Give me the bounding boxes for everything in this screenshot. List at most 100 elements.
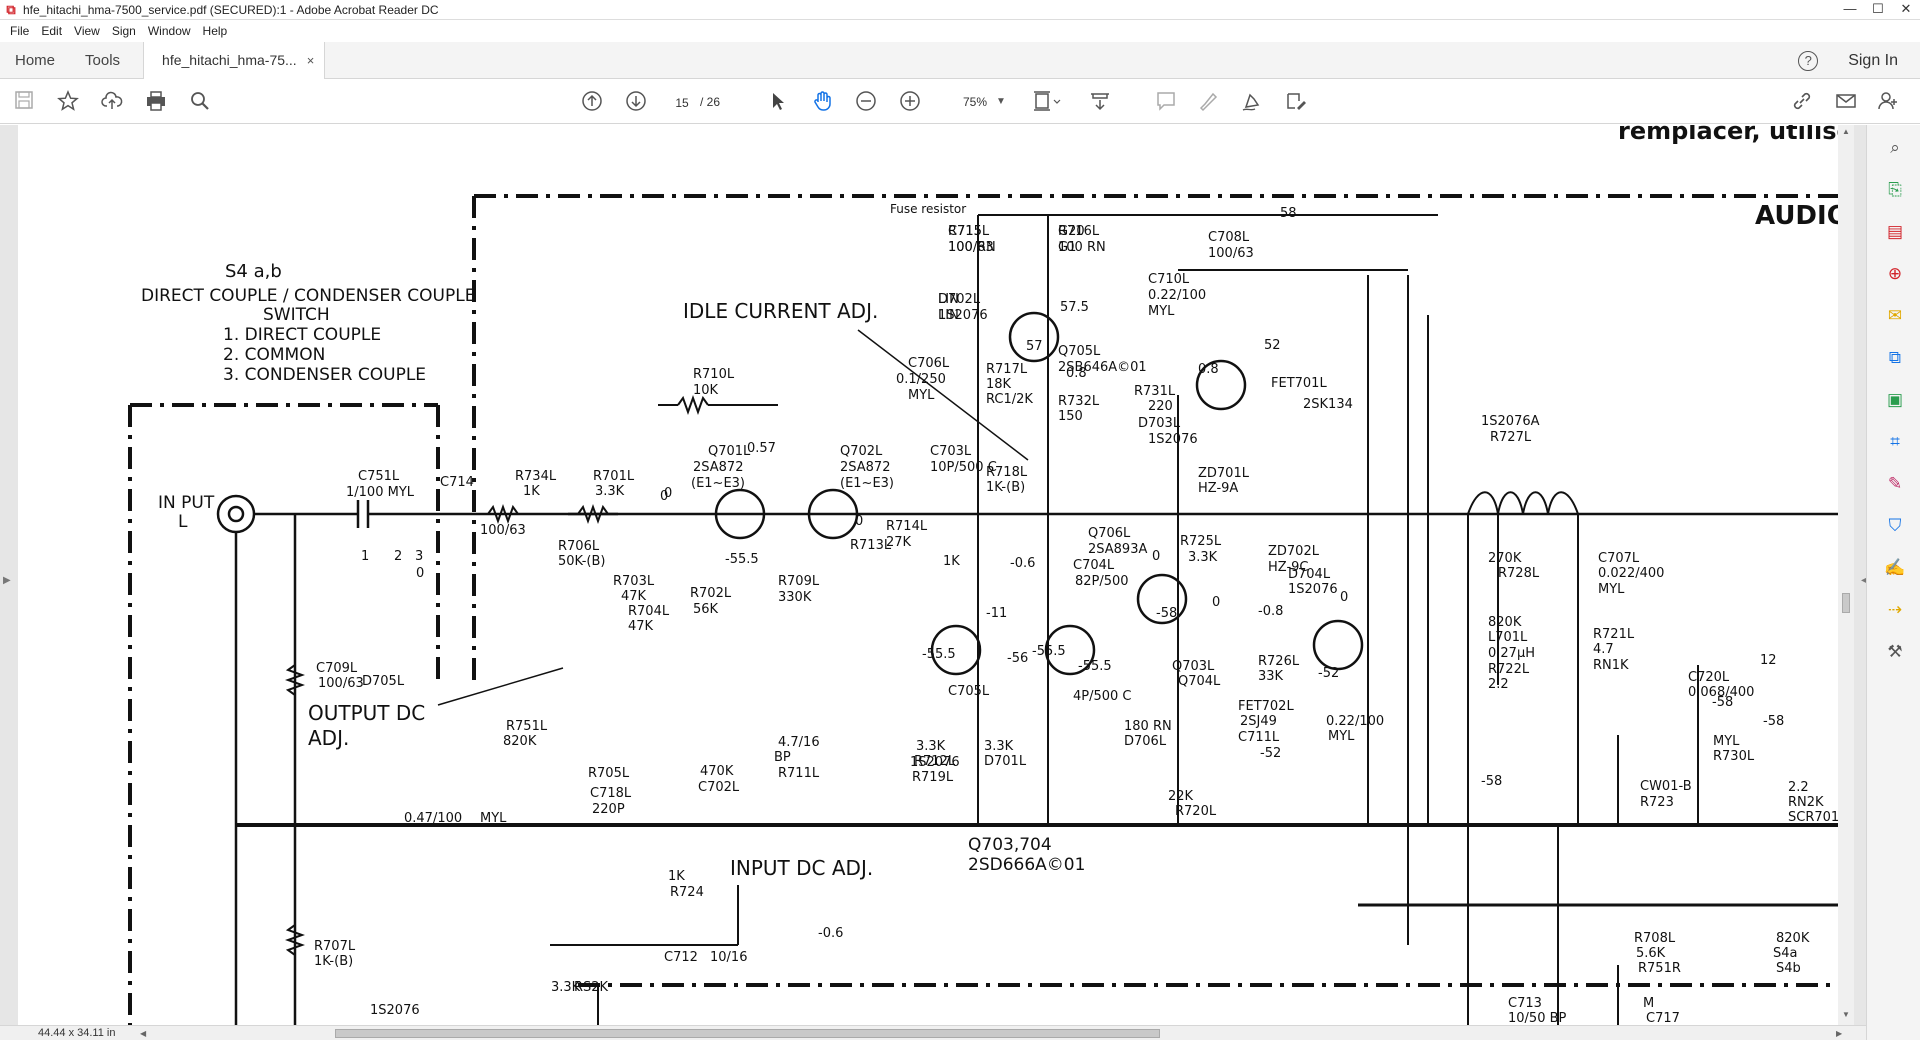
minimize-button[interactable]: — [1843,1,1857,16]
voltage-label: 0.8 [1198,362,1219,377]
component-label: MYL [480,811,507,826]
component-label: 220 [1148,399,1173,414]
component-label: 820K [1488,615,1522,630]
right-pane-toggle-icon[interactable]: ◀ [1861,575,1869,586]
component-label: C714 [440,475,474,490]
upload-cloud-icon[interactable] [100,90,124,114]
component-label: R716L [1058,224,1100,239]
scroll-right-icon[interactable]: ▶ [1836,1029,1843,1038]
chevron-down-icon[interactable]: ▼ [996,96,1006,107]
voltage-label: 3 [415,549,423,564]
component-label: D702L [938,292,981,307]
switch-item1: 1. DIRECT COUPLE [223,325,381,345]
menu-edit[interactable]: Edit [41,24,63,38]
zoom-level-select[interactable]: 75% [962,95,988,109]
menu-window[interactable]: Window [147,24,191,38]
voltage-label: 0 [660,489,668,504]
menu-sign[interactable]: Sign [111,24,136,38]
output-dc-label-2: ADJ. [308,726,349,750]
component-label: 82P/500 [1075,574,1129,589]
select-cursor-icon[interactable] [766,90,790,114]
next-page-icon[interactable] [624,90,648,114]
window-controls: — ☐ ✕ [1836,0,1920,20]
email-icon[interactable] [1834,90,1858,114]
component-label: C706L [908,356,950,371]
q703-704-label: Q703,704 [968,835,1052,855]
highlight-pen-icon[interactable] [1196,90,1220,114]
zoom-in-icon[interactable] [898,90,922,114]
component-label: 2SA872 [693,460,743,475]
component-label: 100/63 [480,523,526,538]
comment-icon[interactable] [1154,90,1178,114]
combine-files-icon[interactable]: ⧉ [1888,348,1902,367]
component-label: MYL [1328,729,1355,744]
menu-bar: File Edit View Sign Window Help [0,20,1920,42]
menu-file[interactable]: File [10,24,30,38]
horizontal-scroll-thumb[interactable] [335,1029,1160,1038]
component-label: 470K [700,764,734,779]
help-icon[interactable]: ? [1798,50,1819,71]
left-pane-toggle-icon[interactable]: ▶ [3,575,11,586]
component-label: MYL [1148,304,1175,319]
draw-pen-icon[interactable] [1240,90,1264,114]
component-label: R732L [1058,394,1100,409]
component-label: 10K [693,383,719,398]
print-icon[interactable] [144,90,168,114]
page-number-input[interactable]: 15 [675,96,689,110]
page-fit-icon[interactable] [1032,90,1062,114]
scroll-up-icon[interactable]: ▲ [1842,127,1850,136]
protect-shield-icon[interactable]: ⛉ [1888,516,1902,535]
maximize-button[interactable]: ☐ [1872,1,1884,16]
vertical-scrollbar[interactable]: ▲ ▼ [1838,125,1854,1025]
fill-and-sign-icon[interactable]: ✎ [1887,474,1903,493]
bookmark-star-icon[interactable] [56,90,80,114]
share-link-icon[interactable] [1790,90,1814,114]
component-label: 3.3K [916,739,946,754]
component-label: R726L [1258,654,1300,669]
tab-document[interactable]: hfe_hitachi_hma-75... × [143,41,326,79]
add-user-icon[interactable] [1876,90,1900,114]
fuse-label: Fuse resistor [890,202,966,216]
menu-view[interactable]: View [74,24,100,38]
send-for-signature-icon[interactable]: ✍ [1884,558,1906,577]
create-pdf-icon[interactable]: ⊕ [1887,264,1903,283]
window-title: hfe_hitachi_hma-7500_service.pdf (SECURE… [23,2,439,17]
tab-tools[interactable]: Tools [85,51,121,69]
menu-help[interactable]: Help [202,24,228,38]
component-label: 0.27µH [1488,646,1535,661]
scrolling-mode-icon[interactable] [1088,90,1112,114]
organize-pages-icon[interactable]: ▤ [1886,222,1904,241]
component-label: 1S2076 [1288,582,1338,597]
scroll-left-icon[interactable]: ◀ [140,1029,147,1038]
component-label: Q704L [1178,674,1221,689]
component-label: BP [774,750,791,765]
scan-ocr-icon[interactable]: ⌗ [1890,432,1900,451]
close-window-button[interactable]: ✕ [1900,1,1912,16]
hand-tool-icon[interactable] [810,90,834,114]
component-label: LIN [938,292,959,307]
zoom-out-icon[interactable] [854,90,878,114]
component-label: RS2K [574,980,609,995]
schematic-drawing: remplacer, utilise AUDIO S4 a,b DIRECT C… [128,125,1838,1025]
compress-pdf-icon[interactable]: ▣ [1886,390,1904,409]
voltage-label: -55.5 [725,552,759,567]
tabbar-right: ? Sign In [1798,42,1898,79]
tab-home[interactable]: Home [15,51,56,69]
component-label: R730L [1713,749,1755,764]
document-viewport[interactable]: remplacer, utilise AUDIO S4 a,b DIRECT C… [0,125,1866,1025]
more-tools-icon[interactable]: ⚒ [1887,642,1903,661]
find-icon[interactable] [188,90,212,114]
previous-page-icon[interactable] [580,90,604,114]
component-label: 270K [1488,551,1522,566]
send-and-track-icon[interactable]: ⇢ [1887,600,1903,619]
fill-sign-icon[interactable] [1284,90,1308,114]
sign-in-button[interactable]: Sign In [1848,51,1898,69]
component-label: 18K [986,377,1012,392]
zoom-search-icon[interactable]: ⌕ [1890,138,1900,157]
export-pdf-icon[interactable]: ⎘ [1888,180,1902,199]
scroll-down-icon[interactable]: ▼ [1842,1010,1850,1019]
save-icon[interactable] [12,90,36,114]
close-tab-icon[interactable]: × [306,52,315,68]
vertical-scroll-thumb[interactable] [1842,593,1850,613]
comment-tool-icon[interactable]: ✉ [1887,306,1903,325]
